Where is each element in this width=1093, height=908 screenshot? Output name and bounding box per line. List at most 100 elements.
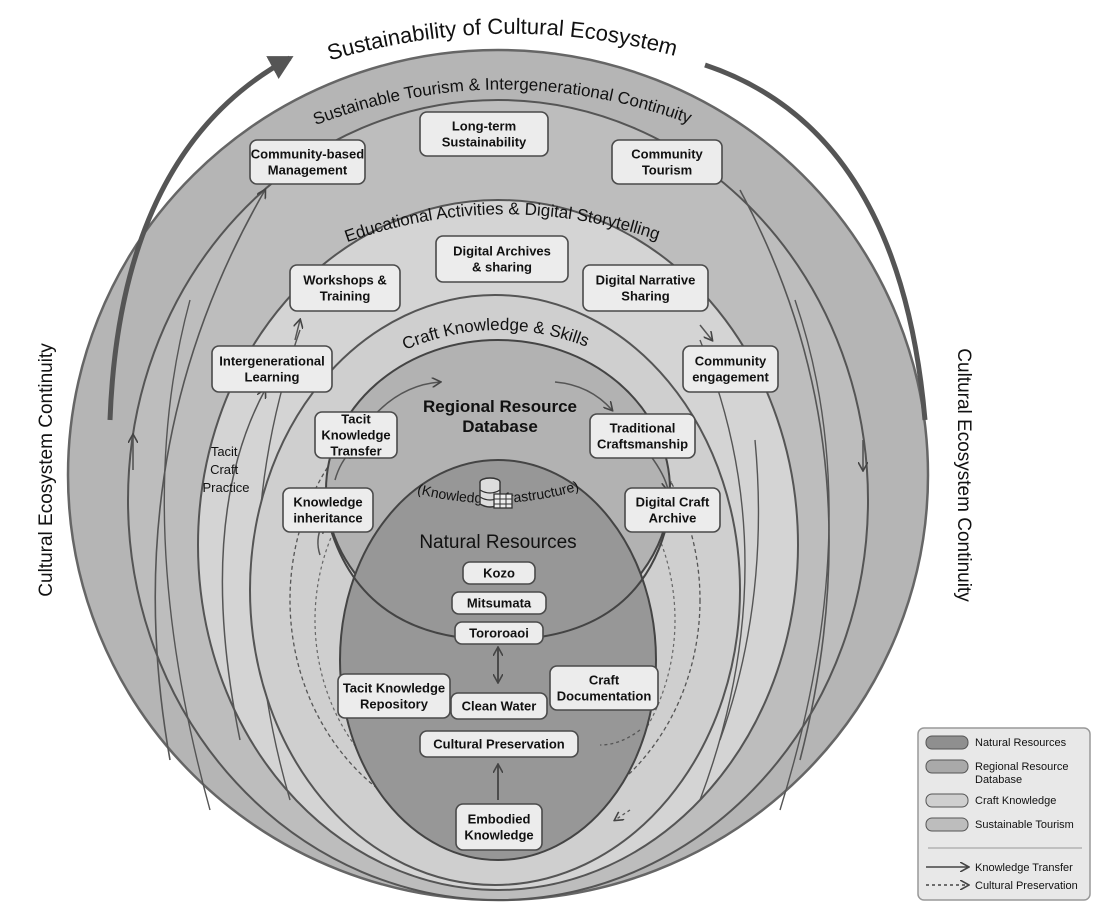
- digital-archives-label: & sharing: [472, 260, 532, 275]
- legend-swatch: [925, 793, 969, 808]
- tacit-knowledge-transfer-label: Tacit: [341, 412, 371, 427]
- database-title-line1: Regional Resource: [423, 397, 577, 416]
- traditional-craftsmanship-label: Traditional: [610, 421, 676, 436]
- embodied-knowledge-label: Embodied: [468, 812, 531, 827]
- side-label-right: Cultural Ecosystem Continuity: [953, 348, 974, 602]
- tacit-knowledge-transfer-label: Knowledge: [321, 428, 390, 443]
- clean-water-box: Clean Water: [450, 692, 548, 720]
- traditional-craftsmanship-box-bg: [589, 413, 696, 459]
- flow-arc: [221, 390, 265, 741]
- cultural-preservation-box: Cultural Preservation: [419, 730, 579, 758]
- long-term-sustainability-box-bg: [419, 111, 549, 157]
- digital-narrative-sharing-box-bg: [582, 264, 709, 312]
- intergenerational-learning-box-bg: [211, 345, 333, 393]
- tororoaoi-label: Tororoaoi: [469, 626, 529, 641]
- tacit-knowledge-transfer-box-bg: [314, 411, 398, 459]
- legend-label: Regional Resource: [975, 761, 1069, 773]
- tororoaoi-box-bg: [454, 621, 544, 645]
- workshops-training-label: Workshops &: [303, 273, 387, 288]
- kozo-box: Kozo: [462, 561, 536, 585]
- knowledge-inheritance-label: Knowledge: [293, 495, 362, 510]
- flow-arc: [719, 439, 760, 741]
- side-label-left: Cultural Ecosystem Continuity: [36, 343, 57, 597]
- craft-documentation-label: Craft: [589, 673, 620, 688]
- community-based-management-box-bg: [249, 139, 366, 185]
- tacit-knowledge-repository-label: Tacit Knowledge: [343, 681, 445, 696]
- natural-resources-title: Natural Resources: [419, 532, 576, 553]
- community-engagement-box-bg: [682, 345, 779, 393]
- embodied-knowledge-label: Knowledge: [464, 828, 533, 843]
- legend-swatch: [925, 817, 969, 832]
- flow-arc: [163, 299, 211, 811]
- legend-knowledge-transfer-label: Knowledge Transfer: [975, 862, 1073, 874]
- craft-documentation-box-bg: [549, 665, 659, 711]
- cultural-preservation-label: Cultural Preservation: [433, 737, 565, 752]
- community-engagement-label: engagement: [692, 370, 769, 385]
- legend-cultural-preservation-label: Cultural Preservation: [975, 880, 1078, 892]
- continuity-arrow-arc: [107, 55, 294, 421]
- digital-archives-box-bg: [435, 235, 569, 283]
- embodied-knowledge-box-bg: [455, 803, 543, 851]
- mitsumata-box-bg: [451, 591, 547, 615]
- digital-narrative-sharing-label: Sharing: [621, 289, 669, 304]
- legend-label: Database: [975, 774, 1022, 786]
- continuity-arc-right: [704, 62, 928, 421]
- digital-craft-archive-label: Archive: [649, 511, 697, 526]
- flow-arc: [779, 299, 830, 811]
- digital-archives-box: Digital Archives& sharing: [435, 235, 569, 283]
- workshops-training-label: Training: [320, 289, 371, 304]
- digital-narrative-sharing-label: Digital Narrative: [596, 273, 696, 288]
- cultural-preservation-box-bg: [419, 730, 579, 758]
- digital-archives-label: Digital Archives: [453, 244, 551, 259]
- legend-swatch: [925, 759, 969, 774]
- craft-documentation-label: Documentation: [557, 689, 652, 704]
- community-based-management-label: Management: [268, 163, 348, 178]
- traditional-craftsmanship-label: Craftsmanship: [597, 437, 688, 452]
- mitsumata-box: Mitsumata: [451, 591, 547, 615]
- knowledge-inheritance-label: inheritance: [293, 511, 362, 526]
- community-based-management-label: Community-based: [251, 147, 364, 162]
- database-icon: [479, 477, 513, 509]
- intergenerational-learning-label: Intergenerational: [219, 354, 324, 369]
- mitsumata-label: Mitsumata: [467, 596, 532, 611]
- flow-arc: [154, 190, 265, 761]
- tacit-knowledge-repository-label: Repository: [360, 697, 429, 712]
- workshops-training-box-bg: [289, 264, 401, 312]
- clean-water-box-bg: [450, 692, 548, 720]
- legend-label: Natural Resources: [975, 737, 1067, 749]
- legend-label: Craft Knowledge: [975, 795, 1056, 807]
- legend-swatch: [925, 735, 969, 750]
- database-title-line2: Database: [462, 417, 538, 436]
- knowledge-inheritance-box-bg: [282, 487, 374, 533]
- community-tourism-label: Community: [631, 147, 703, 162]
- db-flow-arrow: [295, 320, 300, 341]
- long-term-sustainability-label: Sustainability: [442, 135, 527, 150]
- flow-arc: [739, 189, 830, 761]
- clean-water-label: Clean Water: [462, 699, 537, 714]
- db-flow-arrow: [554, 381, 612, 410]
- long-term-sustainability-label: Long-term: [452, 119, 516, 134]
- db-flow-arrow: [699, 324, 712, 340]
- digital-craft-archive-label: Digital Craft: [636, 495, 710, 510]
- legend-label: Sustainable Tourism: [975, 819, 1074, 831]
- tororoaoi-box: Tororoaoi: [454, 621, 544, 645]
- tacit-craft-practice-label: Tacit Craft Practice: [203, 444, 250, 495]
- kozo-box-bg: [462, 561, 536, 585]
- community-tourism-box-bg: [611, 139, 723, 185]
- community-tourism-label: Tourism: [642, 163, 692, 178]
